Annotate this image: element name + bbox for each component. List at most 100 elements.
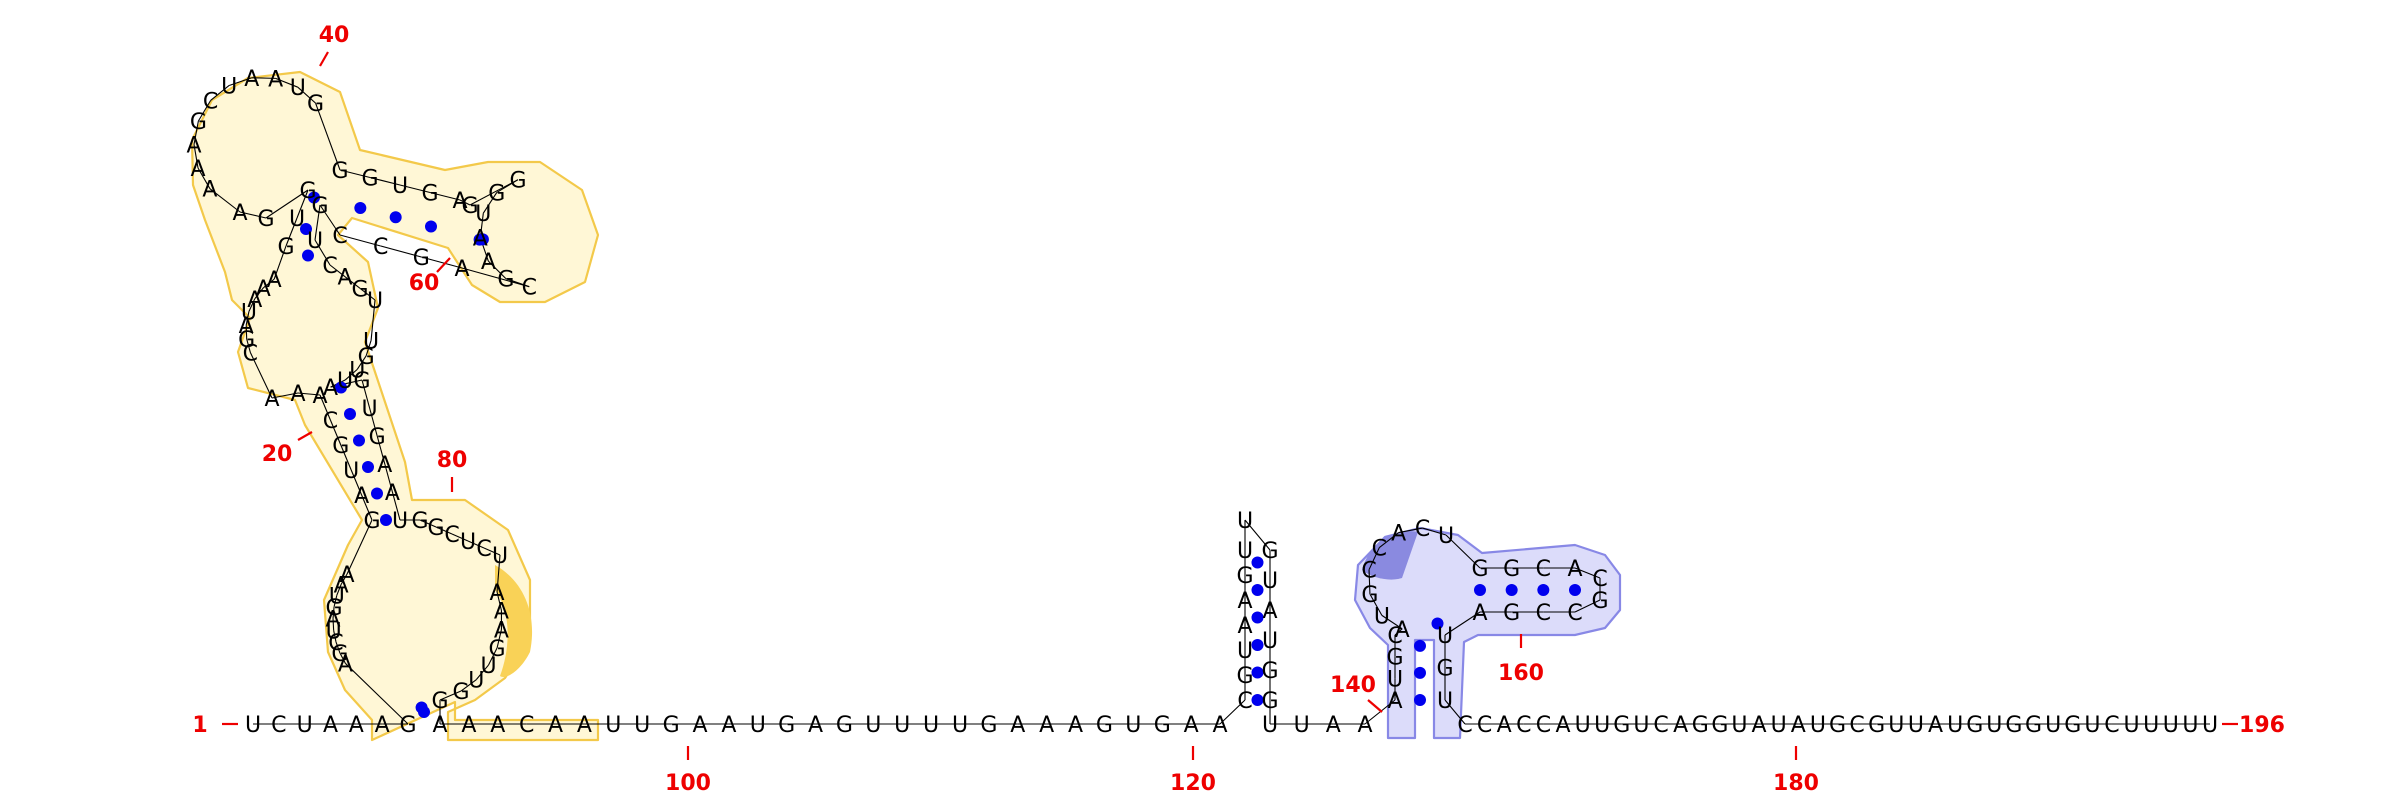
nucleotide: A (454, 257, 469, 282)
base-pair-dot (1251, 694, 1264, 706)
position-label: 60 (409, 271, 440, 296)
backbone-segment (339, 234, 381, 247)
base-pair-dot (380, 514, 392, 526)
nucleotide: C (1361, 559, 1376, 584)
backbone-segment (1398, 527, 1423, 534)
backbone-segment (479, 213, 484, 238)
base-pair-dot (476, 233, 489, 246)
backbone-segment (319, 204, 341, 236)
base-pair-markers (300, 191, 1581, 718)
backbone-segment (297, 86, 316, 104)
nucleotide: A (1237, 589, 1252, 614)
nucleotide: A (432, 713, 447, 738)
nucleotide: U (468, 669, 484, 694)
backbone-segment (210, 85, 230, 101)
nucleotide: C (1536, 713, 1551, 738)
base-pair-dot (344, 408, 356, 420)
nucleotide: U (492, 544, 508, 569)
backbone-segment (314, 204, 321, 241)
nucleotide: U (290, 76, 306, 101)
nucleotide: A (334, 573, 349, 598)
nucleotide: A (1555, 713, 1570, 738)
backbone-segment (262, 278, 275, 289)
nucleotide: U (1387, 667, 1403, 692)
nucleotide: G (299, 179, 316, 204)
backbone-segment (1368, 547, 1380, 570)
backbone-segment (350, 469, 363, 496)
nucleotide: A (267, 268, 282, 293)
nucleotide: U (634, 713, 650, 738)
nucleotide: A (1212, 713, 1227, 738)
nucleotide: A (1068, 713, 1083, 738)
backbone-segment (193, 144, 199, 169)
nucleotide: G (489, 637, 506, 662)
backbone-segment (329, 264, 346, 278)
base-pair-dot (302, 249, 314, 262)
position-label: 140 (1330, 673, 1376, 698)
backbone-segment (361, 494, 373, 521)
nucleotide: G (411, 509, 428, 534)
backbone-segment (254, 287, 264, 300)
nucleotide: A (1262, 599, 1277, 624)
nucleotide: G (1261, 659, 1278, 684)
nucleotide: A (1357, 713, 1372, 738)
nucleotide: A (548, 713, 563, 738)
nucleotide: A (339, 563, 354, 588)
nucleotide: C (522, 276, 537, 301)
nucleotide: G (351, 277, 368, 302)
nucleotide: C (328, 631, 343, 656)
nucleotide: A (186, 133, 201, 158)
nucleotide: U (1237, 539, 1253, 564)
nucleotide: A (490, 581, 505, 606)
nucleotide: U (865, 713, 881, 738)
base-pair-dot (1414, 666, 1426, 679)
nucleotide: G (331, 642, 348, 667)
nucleotide: G (497, 268, 514, 293)
position-label: 100 (665, 771, 711, 796)
backbone-segment (1244, 519, 1271, 551)
backbone-segment (1422, 527, 1447, 536)
nucleotide: U (475, 202, 491, 227)
base-pair-dot (1505, 584, 1518, 596)
backbone-segment (345, 663, 409, 725)
nucleotide: U (392, 174, 408, 199)
nucleotide: A (1326, 713, 1341, 738)
position-label: 196 (2239, 713, 2285, 738)
backbone-segment (399, 184, 431, 194)
nucleotide: G (488, 181, 505, 206)
nucleotide: C (1536, 557, 1551, 582)
nucleotide: U (1888, 713, 1904, 738)
nucleotide: G (1261, 689, 1278, 714)
nucleotide: G (307, 92, 324, 117)
backbone-segment (461, 267, 530, 288)
nucleotide: U (1237, 639, 1253, 664)
base-pair-dot (1251, 639, 1264, 651)
nucleotide: U (1633, 713, 1649, 738)
nucleotide: A (1039, 713, 1054, 738)
nucleotide: C (322, 254, 337, 279)
position-label-tick (319, 51, 329, 67)
backbone-segment (1364, 699, 1396, 725)
backbone-segment (315, 102, 341, 171)
base-pair-dot (335, 381, 347, 394)
nucleotide: U (2045, 713, 2061, 738)
nucleotide: G (431, 689, 448, 714)
nucleotide: A (808, 713, 823, 738)
nucleotide: C (2104, 713, 2119, 738)
nucleotide: C (444, 523, 459, 548)
nucleotide: U (2143, 713, 2159, 738)
nucleotide: G (427, 516, 444, 541)
nucleotide: C (1653, 713, 1668, 738)
nucleotide: A (190, 157, 205, 182)
nucleotide: U (1437, 689, 1453, 714)
nucleotide: G (358, 345, 375, 370)
base-pair-dot (1251, 666, 1264, 679)
backbone-segment (248, 298, 256, 312)
backbone-segment (265, 189, 309, 219)
backbone-segment (380, 245, 422, 258)
nucleotide: G (332, 434, 349, 459)
nucleotide: C (243, 341, 258, 366)
nucleotide: G (421, 182, 438, 207)
nucleotide: C (1849, 713, 1864, 738)
